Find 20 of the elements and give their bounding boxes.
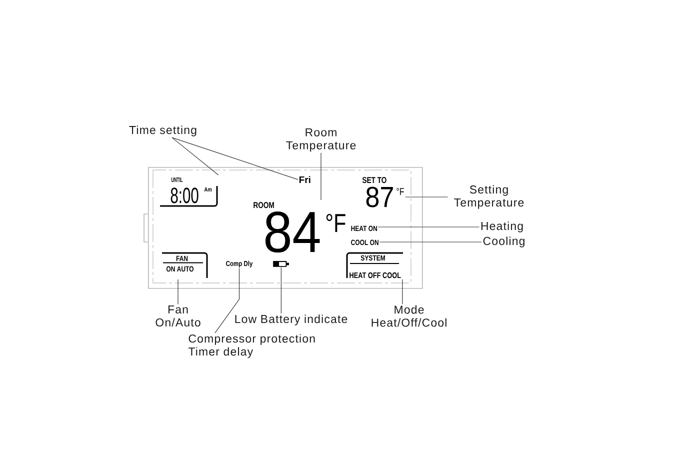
leader-line [214, 268, 240, 334]
callout-label: Heating [481, 222, 523, 232]
callout-label: Low Battery indicate [235, 314, 348, 326]
callout-label: Mode Heat/Off/Cool [372, 305, 446, 327]
leader-line [402, 279, 403, 304]
leader-line [378, 226, 480, 228]
day-indicator: Fri [299, 176, 310, 183]
callout-label: Setting Temperature [454, 185, 524, 209]
battery-icon [273, 261, 289, 267]
leader-line [172, 137, 219, 176]
leader-line [172, 137, 298, 180]
callout-label: Compressor protection Timer delay [188, 334, 315, 358]
callout-label: Fan On/Auto [156, 305, 200, 326]
leader-line [280, 267, 282, 314]
leader-line [320, 152, 322, 200]
callout-label: Time setting [129, 126, 196, 136]
lcd-frame [144, 166, 423, 289]
leader-line [405, 196, 448, 198]
callout-label: Cooling [483, 236, 524, 248]
callout-label: Room Temperature [286, 128, 356, 152]
